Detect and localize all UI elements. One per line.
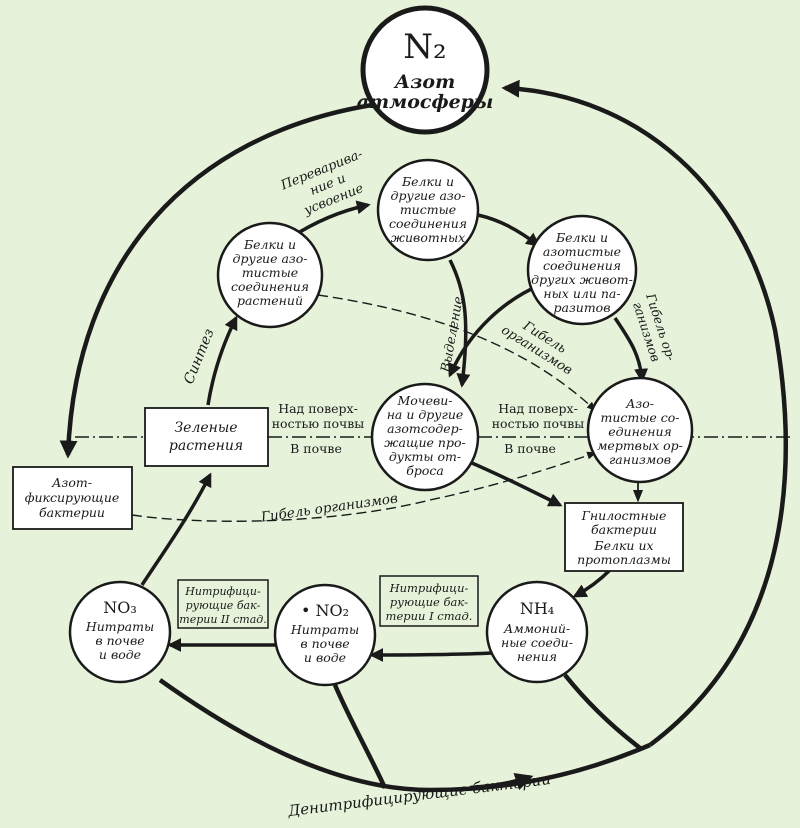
label-in-soil-right: В почве — [504, 441, 556, 456]
label-above-soil-right-2: ностью почвы — [492, 416, 585, 431]
arrow-animal-excretion — [448, 259, 471, 388]
dashed-bottom-death — [131, 451, 597, 522]
arc-bottom-arrowhead — [469, 773, 534, 791]
arc-atmosphere-to-fixing — [59, 102, 373, 459]
green-plants-line-2: растения — [169, 438, 243, 454]
nitrifying-1-line-2: рующие бак- — [390, 595, 468, 609]
atmosphere-line-1: Азот — [393, 71, 455, 93]
box-putrefactive: Гнилостные бактерии Белки их протоплазмы — [564, 502, 684, 572]
node-ammonium: NH₄ Аммоний- ные соеди- нения — [485, 580, 589, 684]
plant-proteins-line-3: тистые — [242, 265, 298, 280]
label-excretion: Выделение — [438, 295, 466, 374]
arrow-ammonium-to-nitrites — [369, 647, 493, 662]
ammonium-line-1: Аммоний- — [503, 621, 570, 636]
dashed-plant-death — [317, 294, 597, 412]
other-animals-line-6: разитов — [554, 300, 611, 315]
arrow-other-animals-death — [613, 317, 649, 383]
plant-proteins-line-5: растений — [237, 293, 303, 308]
node-nitrates: NO₃ Нитраты в почве и воде — [68, 580, 172, 684]
atmosphere-line-2: атмосферы — [357, 91, 494, 113]
label-denitrifying: Денитрифицирующие бактерии — [286, 770, 552, 820]
animal-proteins-line-2: другие азо- — [391, 188, 466, 203]
other-animals-line-1: Белки и — [555, 230, 608, 245]
node-other-animals: Белки и азотистые соединения других живо… — [526, 214, 638, 326]
label-above-soil-left: Над поверх- — [278, 401, 358, 416]
line-nitrites-to-arc — [332, 684, 388, 789]
nitrifying-1-line-3: терии I стад. — [386, 609, 473, 623]
green-plants-line-1: Зеленые — [174, 420, 237, 436]
label-above-soil-left-2: ностью почвы — [272, 416, 365, 431]
urea-line-5: дукты от- — [389, 449, 461, 464]
dead-organisms-line-1: Азо- — [625, 396, 654, 411]
node-atmosphere: N₂ Азот атмосферы — [357, 5, 494, 135]
arrow-putrefactive-to-ammonium — [572, 568, 612, 598]
arc-right-to-atmosphere — [501, 79, 788, 747]
nitrates-line-3: и воде — [99, 647, 141, 662]
dead-organisms-line-5: ганизмов — [609, 452, 671, 467]
label-above-soil-right: Над поверх- — [498, 401, 578, 416]
nitrates-line-1: Нитраты — [85, 619, 154, 634]
animal-proteins-line-5: животных — [391, 230, 465, 245]
node-plant-proteins: Белки и другие азо- тистые соединения ра… — [216, 221, 324, 329]
label-digestion: Переварива- ние и усвоение — [278, 147, 366, 219]
box-nitrifying-2: Нитрифици- рующие бак- терии II стад. — [177, 579, 269, 629]
box-green-plants: Зеленые растения — [144, 407, 269, 467]
nitrifying-1-line-1: Нитрифици- — [389, 581, 469, 595]
ammonium-line-2: ные соеди- — [501, 635, 573, 650]
nitrifying-2-line-2: рующие бак- — [186, 599, 261, 612]
urea-line-1: Мочеви- — [396, 393, 452, 408]
fixing-bacteria-line-1: Азот- — [51, 475, 92, 490]
putrefactive-line-3: Белки их — [593, 538, 653, 553]
other-animals-line-5: ных или па- — [543, 286, 620, 301]
atmosphere-formula: N₂ — [403, 27, 446, 67]
plant-proteins-line-1: Белки и — [243, 237, 296, 252]
dead-organisms-line-4: мертвых ор- — [597, 438, 683, 453]
putrefactive-line-4: протоплазмы — [577, 552, 671, 567]
nitrites-line-1: Нитраты — [290, 622, 359, 637]
node-animal-proteins: Белки и другие азо- тистые соединения жи… — [376, 158, 480, 262]
other-animals-line-2: азотистые — [543, 244, 621, 259]
ammonium-line-3: нения — [517, 649, 557, 664]
line-ammonium-to-arc — [563, 673, 642, 750]
other-animals-line-4: других живот- — [531, 272, 633, 287]
arrow-urea-to-putrefactive — [464, 458, 563, 507]
urea-line-2: на и другие — [387, 407, 464, 422]
ammonium-formula: NH₄ — [520, 599, 554, 618]
arrow-nitrates-to-plants — [140, 472, 212, 586]
node-nitrites: • NO₂ Нитраты в почве и воде — [273, 583, 377, 687]
dead-organisms-line-3: единения — [608, 424, 672, 439]
nitrites-line-2: в почве — [300, 636, 349, 651]
plant-proteins-line-2: другие азо- — [233, 251, 308, 266]
nitrifying-2-line-3: терии II стад. — [179, 613, 266, 626]
fixing-bacteria-line-2: фиксирующие — [25, 490, 120, 505]
putrefactive-line-2: бактерии — [591, 522, 657, 537]
nitrates-formula: NO₃ — [103, 598, 137, 617]
box-nitrifying-1: Нитрифици- рующие бак- терии I стад. — [379, 575, 479, 627]
box-fixing-bacteria: Азот- фиксирующие бактерии — [12, 466, 133, 530]
nitrates-line-2: в почве — [95, 633, 144, 648]
urea-line-6: броса — [406, 463, 444, 478]
arrow-plants-to-plant-proteins — [206, 315, 238, 406]
animal-proteins-line-1: Белки и — [401, 174, 454, 189]
node-dead-organisms: Азо- тистые со- единения мертвых ор- ган… — [586, 376, 694, 484]
animal-proteins-line-4: соединения — [389, 216, 467, 231]
other-animals-line-3: соединения — [543, 258, 621, 273]
animal-proteins-line-3: тистые — [400, 202, 456, 217]
fixing-bacteria-line-3: бактерии — [39, 505, 105, 520]
label-death-bottom: Гибель организмов — [259, 491, 399, 526]
dead-organisms-line-2: тистые со- — [600, 410, 679, 425]
nitrites-line-3: и воде — [304, 650, 346, 665]
urea-line-4: жащие про- — [384, 435, 465, 450]
plant-proteins-line-4: соединения — [231, 279, 309, 294]
arrow-animal-to-other-animals — [477, 213, 541, 247]
arc-bottom-denitrification — [158, 678, 651, 793]
node-urea: Мочеви- на и другие азотсодер- жащие про… — [370, 382, 480, 492]
nitrifying-2-line-1: Нитрифици- — [184, 585, 261, 598]
label-in-soil-left: В почве — [290, 441, 342, 456]
putrefactive-line-1: Гнилостные — [581, 508, 667, 523]
arrow-other-animals-excretion — [448, 283, 541, 378]
urea-line-3: азотсодер- — [387, 421, 463, 436]
nitrites-formula: • NO₂ — [301, 601, 349, 620]
